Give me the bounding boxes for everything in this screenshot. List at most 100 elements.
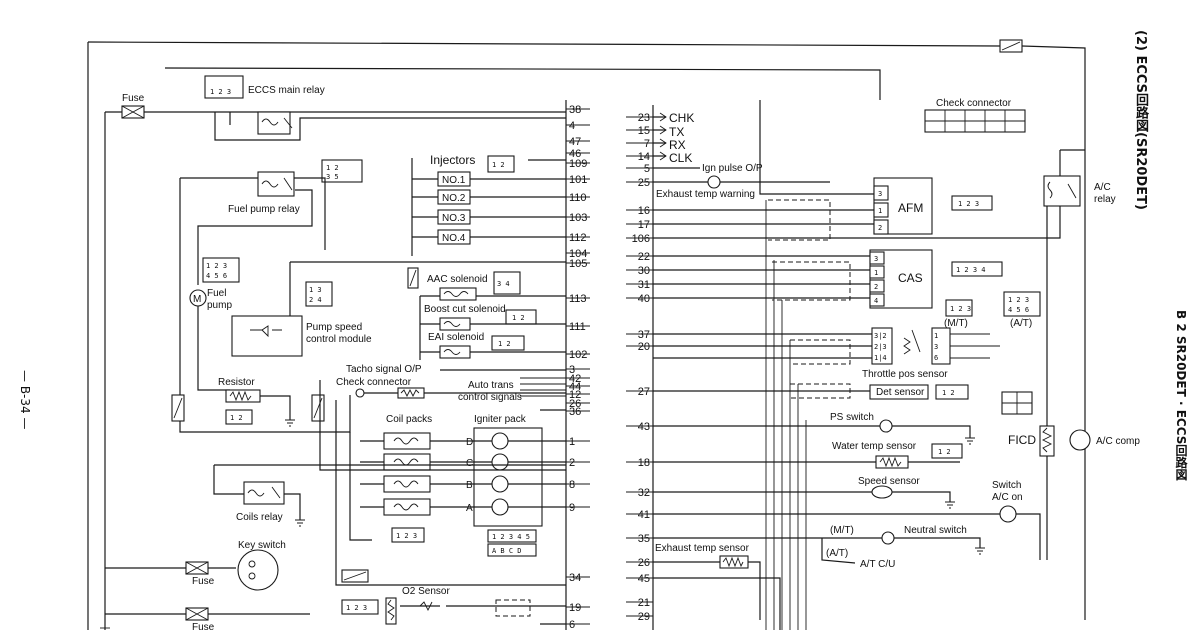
switch-ac-icon — [999, 505, 1017, 523]
igniter-transistor-icon — [491, 453, 509, 471]
svg-text:4 5 6: 4 5 6 — [1008, 306, 1029, 314]
afm-label: AFM — [898, 201, 923, 215]
ecu-right-pin: 18 — [638, 457, 650, 469]
ecu-right-pin: 15 — [638, 125, 650, 137]
eai-label: EAI solenoid — [428, 332, 484, 343]
o2-sensor-label: O2 Sensor — [402, 586, 450, 597]
pump-speed-module — [231, 315, 303, 357]
ecu-left-pin: 103 — [569, 212, 587, 224]
at2-label: (A/T) — [826, 548, 848, 559]
injector-label: NO.4 — [442, 233, 466, 244]
injector-group: NO.1NO.2NO.3NO.4 — [412, 171, 566, 245]
ecu-left-pin: 110 — [569, 192, 587, 204]
svg-text:3: 3 — [934, 343, 938, 351]
ecu-right-pin: 22 — [638, 251, 650, 263]
svg-text:1 3: 1 3 — [309, 286, 322, 294]
neutral-switch-icon — [881, 531, 895, 545]
pump-speed-label-2: control module — [306, 334, 372, 345]
ecu-right-pin: 40 — [638, 293, 650, 305]
at-label: (A/T) — [1010, 318, 1032, 329]
ecu-left-pin: 4 — [569, 120, 575, 132]
at-connector — [1003, 291, 1041, 317]
ecu-right-pin: 32 — [638, 487, 650, 499]
svg-text:2: 2 — [874, 283, 878, 291]
ecu-right-pin: 17 — [638, 219, 650, 231]
ps-switch-label: PS switch — [830, 412, 874, 423]
svg-text:A B C D: A B C D — [492, 547, 522, 555]
page-number: — B-34 — — [18, 370, 32, 430]
aac-solenoid-label: AAC solenoid — [427, 274, 488, 285]
fuse-2-label: Fuse — [192, 576, 215, 587]
exhaust-warning-lamp — [707, 175, 721, 189]
igniter-pack — [473, 427, 543, 527]
eccs-relay-icon — [257, 111, 291, 135]
ecu-left-pin: 105 — [569, 258, 587, 270]
svg-text:1: 1 — [878, 207, 882, 215]
ecu-right-pin: 37 — [638, 329, 650, 341]
exhaust-sensor-label: Exhaust temp sensor — [655, 543, 750, 554]
ecu-left-pin: 42 — [569, 373, 581, 385]
ecu-left-pin: 6 — [569, 619, 575, 630]
fuel-pump-relay-connector — [321, 159, 363, 183]
auto-trans-label-2: control signals — [458, 392, 522, 403]
ecu-left-pin: 1 — [569, 436, 575, 448]
svg-text:6: 6 — [934, 354, 938, 362]
ecu-right-pin: 27 — [638, 386, 650, 398]
igniter-letter: D — [466, 437, 473, 448]
svg-text:1 2: 1 2 — [942, 389, 955, 397]
ac-relay-icon — [1043, 175, 1081, 207]
ecu-right-pin: 29 — [638, 611, 650, 623]
eai-connector — [491, 335, 525, 351]
throttle-sensor-label: Throttle pos sensor — [862, 369, 948, 380]
ecu-right-pin: 21 — [638, 597, 650, 609]
svg-text:3: 3 — [874, 255, 878, 263]
fuel-pump-relay-icon — [257, 171, 295, 197]
svg-text:M: M — [193, 294, 201, 305]
cas-connector — [951, 261, 1003, 277]
eccs-relay-label: ECCS main relay — [248, 85, 325, 96]
coils-relay-label: Coils relay — [236, 512, 283, 523]
svg-text:3 4: 3 4 — [497, 280, 510, 288]
ecu-left-pin: 112 — [569, 232, 587, 244]
diagram-title-right: B 2 SR20DET · ECCS回路図 — [1174, 310, 1188, 481]
det-connector — [935, 384, 969, 400]
ecu-left-pin: 111 — [569, 321, 586, 333]
svg-text:1 2 3: 1 2 3 — [206, 262, 227, 270]
water-temp-connector — [931, 443, 963, 459]
rx-label: RX — [669, 138, 686, 152]
injectors-label: Injectors — [430, 153, 475, 167]
ac-comp-icon — [1069, 429, 1091, 451]
aac-solenoid-icon — [439, 287, 477, 301]
ecu-right-pin: 106 — [632, 233, 650, 245]
igniter-connector-top — [487, 529, 537, 543]
ecu-right-pins: 2315714525161710622303140372027431832413… — [626, 112, 653, 623]
check-connector-label: Check connector — [336, 377, 412, 388]
chk-label: CHK — [669, 111, 694, 125]
o2-connector — [341, 599, 379, 615]
svg-text:1 2 3: 1 2 3 — [950, 305, 971, 313]
svg-text:1 2 3 4: 1 2 3 4 — [956, 266, 986, 274]
fuse-3-label: Fuse — [192, 622, 215, 630]
switch-ac-label-1: Switch — [992, 480, 1021, 491]
ecu-left-pin: 12 — [569, 389, 581, 401]
ecu-left-pin: 19 — [569, 602, 581, 614]
svg-text:1 2: 1 2 — [938, 448, 951, 456]
ecu-right-pin: 41 — [638, 509, 650, 521]
ac-comp-label: A/C comp — [1096, 436, 1140, 447]
igniter-connector-bot — [487, 543, 537, 557]
igniter-letter: C — [466, 458, 473, 469]
ecu-left-pin: 104 — [569, 248, 587, 260]
coil-pack-icon — [383, 475, 431, 493]
aac-connector — [493, 271, 521, 295]
coil-connector — [391, 527, 425, 543]
mt-label: (M/T) — [944, 318, 968, 329]
svg-text:1 2: 1 2 — [492, 161, 505, 169]
svg-text:1|4: 1|4 — [874, 354, 887, 362]
igniter-letter: B — [466, 480, 473, 491]
ecu-left-pin: 102 — [569, 349, 587, 361]
fuel-pump-label-1: Fuel — [207, 288, 226, 299]
ecu-right-pin: 25 — [638, 177, 650, 189]
tx-label: TX — [669, 125, 684, 139]
boost-cut-label: Boost cut solenoid — [424, 304, 506, 315]
